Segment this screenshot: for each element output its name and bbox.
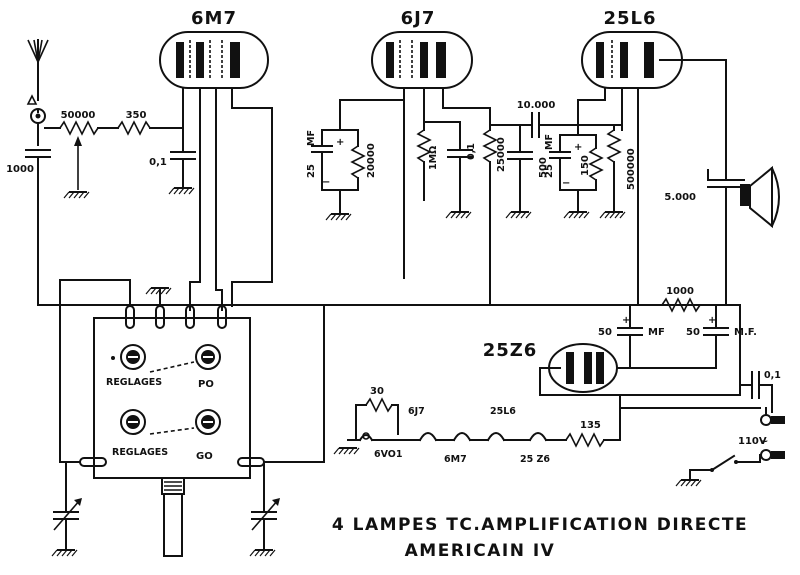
c-25b-label: 25 (544, 164, 555, 178)
diagram-title: 4 LAMPES TC.AMPLIFICATION DIRECTE (332, 515, 748, 535)
c-mf-a-label: MF (306, 130, 317, 146)
trimmer-po-1[interactable] (120, 344, 146, 370)
tube-25l6 (581, 31, 683, 101)
r-1mohm-label: 1MΩ (428, 146, 439, 170)
plus-3: + (622, 315, 630, 326)
c-01b-label: 0,1 (466, 143, 477, 160)
c-mf-b-label: MF (544, 134, 555, 150)
tube-label-25l6: 25L6 (603, 8, 656, 29)
tube-label-25z6: 25Z6 (483, 340, 538, 361)
c-25mf-label: 25 (306, 164, 317, 178)
minus-1: − (322, 177, 330, 188)
heater-label-6j7: 6J7 (408, 406, 425, 417)
trimmer-go-2[interactable] (195, 409, 221, 435)
c-mf-d-label: M.F. (734, 327, 757, 338)
c-5000-label: 5.000 (664, 192, 696, 203)
plus-1: + (336, 137, 344, 148)
r-1000-label: 1000 (666, 286, 694, 297)
tube-label-6j7: 6J7 (401, 8, 436, 29)
heater-label-25z6: 25 Z6 (520, 454, 550, 465)
speaker-icon (740, 165, 780, 229)
r-20000-label: 20000 (366, 143, 377, 178)
heater-label-6vo1: 6VO1 (374, 449, 402, 460)
antenna-icon (26, 39, 49, 124)
reglages-label-1: REGLAGES (106, 377, 162, 388)
r-30-label: 30 (370, 386, 384, 397)
coil-block (79, 305, 265, 479)
diagram-subtitle: AMERICAIN IV (405, 541, 556, 561)
c-1000-label: 1000 (6, 164, 34, 175)
heater-label-6m7: 6M7 (444, 454, 467, 465)
trimmer-po-2[interactable] (195, 344, 221, 370)
pilot-lamp-icon (358, 432, 374, 442)
tuning-shaft[interactable] (161, 477, 185, 557)
go-label: GO (196, 451, 213, 462)
plus-2: + (574, 142, 582, 153)
mains-label: 110V (738, 436, 767, 447)
r-150-label: 150 (580, 155, 591, 176)
c-50a-label: 50 (598, 327, 612, 338)
r-25000-label: 25000 (496, 137, 507, 172)
plus-4: + (708, 315, 716, 326)
tube-25z6 (539, 343, 631, 396)
r-135-label: 135 (580, 420, 601, 431)
c-mf-c-label: MF (648, 327, 665, 338)
heater-label-25l6: 25L6 (490, 406, 516, 417)
c-500-label: 500 (538, 157, 549, 178)
tube-6j7 (371, 31, 473, 101)
tube-6m7 (159, 31, 269, 101)
tube-label-6m7: 6M7 (191, 8, 237, 29)
r-antenna-label: 50000 (61, 110, 96, 121)
c-10000-label: 10.000 (517, 100, 556, 111)
ac-symbol: ~ (760, 436, 768, 447)
minus-2: − (562, 178, 570, 189)
trimmer-go-1[interactable] (120, 409, 146, 435)
reglages-label-2: REGLAGES (112, 447, 168, 458)
po-label: PO (198, 379, 214, 390)
r-500000-label: 500000 (626, 148, 637, 190)
r-350-label: 350 (126, 110, 147, 121)
c-50b-label: 50 (686, 327, 700, 338)
c-01a-label: 0,1 (149, 157, 167, 168)
c-mains-label: 0,1 (764, 370, 781, 381)
power-switch[interactable] (689, 454, 761, 472)
